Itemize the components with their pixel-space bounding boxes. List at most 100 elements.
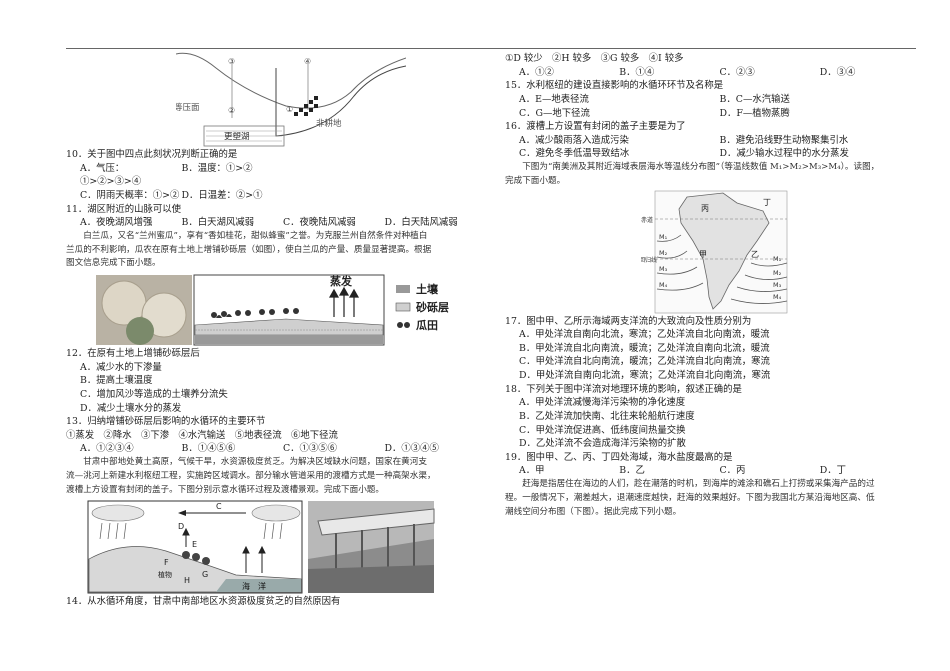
fig3-label-c: C [216,502,222,511]
fig4-label-ding: 丁 [763,198,771,207]
q16-option-b[interactable]: B．避免沿线野生动物聚集引水 [719,134,849,146]
lake-breeze-figure: ③ ④ ② ① 等压面 更塑湖 非耕地 [176,52,486,148]
q19-option-c[interactable]: C．丙 [719,465,746,477]
q18-option-d[interactable]: D．乙处洋流不会造成海洋污染物的扩散 [519,438,686,450]
q12-option-c[interactable]: C．增加风沙等造成的土壤养分流失 [80,388,228,400]
fig1-label-2: ② [228,106,235,115]
q10-stem: 10．关于图中四点此刻状况判断正确的是 [66,149,238,160]
fig3-label-h: H [184,576,190,585]
fig4-tropic-label: 南回归线 [641,256,657,264]
fig4-m4-left: M₄ [659,281,668,289]
q12-option-d[interactable]: D．减少土壤水分的蒸发 [80,402,182,414]
fig4-m2-left: M₂ [659,249,668,257]
header-rule [66,48,916,49]
q17-option-c[interactable]: C．甲处洋流自北向南流，暖流；乙处洋流自北向南流，寒流 [519,356,770,368]
q12-option-a[interactable]: A．减少水的下渗量 [80,361,162,373]
q11-option-c[interactable]: C．夜晚陆风减弱 [283,217,356,229]
fig3-label-g: G [202,570,208,579]
fig2-evap-label: 蒸发 [330,274,353,288]
q15-stem: 15．水利枢纽的建设直接影响的水循环环节及名称是 [505,80,724,92]
q15-option-a[interactable]: A．E—地表径流 [519,93,589,105]
q12-option-b[interactable]: B．提高土壤温度 [80,375,153,387]
q13-option-a[interactable]: A．①②③④ [80,443,134,455]
q15-option-b[interactable]: B．C—水汽输送 [719,93,790,105]
q16-stem: 16．渡槽上方设置有封闭的盖子主要是为了 [505,121,686,133]
q10-option-d[interactable]: D．日温差：②>① [181,189,263,201]
fig2-melon-label: 瓜田 [416,319,438,332]
q14-option-a[interactable]: A．①② [519,66,554,78]
q10-option-a[interactable]: A．气压：①>②>③>④ [80,162,142,188]
q15-options-row2: C．G—地下径流 D．F—植物蒸腾 [505,107,920,121]
fig3-plant-label: 植物 [158,570,172,579]
passage-tide-line3: 潮线空间分布图（下图）。据此完成下列小题。 [505,506,682,517]
q13-option-d[interactable]: D．①③④⑤ [384,443,439,455]
q18-option-b[interactable]: B．乙处洋流加快南、北往来轮船航行速度 [519,410,695,422]
fig1-label-3: ③ [228,57,235,66]
q12-stem: 12．在原有土地上增铺砂砾层后 [66,348,200,359]
q15-option-d[interactable]: D．F—植物蒸腾 [719,107,790,119]
q14-option-d[interactable]: D．③④ [819,66,856,78]
passage-melon-line3: 图文信息完成下面小题。 [66,258,161,269]
q13-option-b[interactable]: B．①④⑤⑥ [181,443,236,455]
q17-option-d[interactable]: D．甲处洋流自南向北流，寒流；乙处洋流自北向南流，寒流 [519,370,771,381]
passage-melon-line2: 兰瓜的不利影响，瓜农在原有土地上增铺砂砾层（如图），使白兰瓜的产量、质量显著提高… [66,244,432,255]
fig4-m3-left: M₃ [659,265,668,273]
q16-option-c[interactable]: C．避免冬季低温导致结冰 [519,148,630,160]
passage-gansu-line1: 甘肃中部地处黄土高原，气候干旱，水资源极度贫乏。为解决区域缺水问题，国家在黄河支 [83,457,427,467]
fig3-sea-label: 海 洋 [242,581,266,591]
q19-stem: 19．图中甲、乙、丙、丁四处海域，海水盐度最高的是 [505,451,733,463]
q13-options: A．①②③④ B．①④⑤⑥ C．①③⑤⑥ D．①③④⑤ [66,442,486,456]
q10-option-c[interactable]: C．阴雨天概率：①>② [80,189,180,201]
q11-option-d[interactable]: D．白天陆风减弱 [384,217,458,229]
fig4-label-jia: 甲 [699,250,707,259]
fig1-lake-label: 更塑湖 [224,132,250,142]
q11-stem: 11．湖区附近的山脉可以使 [66,203,182,215]
q18-stem: 18．下列关于图中洋流对地理环境的影响，叙述正确的是 [505,383,742,395]
fig1-pressure-label: 等压面 [176,102,200,113]
gravel-field-diagram: 蒸发 土壤 砂砾层 瓜田 [96,274,449,346]
fig1-label-1: ① [286,105,293,114]
q13-stem: 13．归纳增铺砂砾层后影响的水循环的主要环节 [66,416,266,428]
water-cycle-diagram: C D E F G H 植物 海 洋 [87,500,435,594]
passage-tide-line1: 赶海是指居住在海边的人们，趁在潮落的时机，到海岸的滩涂和礁石上打捞或采集海产品的… [522,479,875,489]
q16-option-a[interactable]: A．减少酸雨落入造成污染 [519,134,629,146]
fig4-equator-label: 赤道 [641,216,653,224]
q18-option-c[interactable]: C．甲处洋流促进高、低纬度间热量交换 [519,424,686,436]
fig3-label-f: F [164,558,169,567]
q11-option-a[interactable]: A．夜晚湖风增强 [80,217,153,229]
q19-option-b[interactable]: B．乙 [619,465,645,477]
q15-options: A．E—地表径流 B．C—水汽输送 [505,93,920,107]
fig4-label-yi: 乙 [751,250,759,259]
gravel-field-figure: 蒸发 土壤 砂砾层 瓜田 [66,273,486,347]
fig4-label-bing: 丙 [701,204,709,213]
fig4-m4-right: M₄ [773,293,782,301]
q10-option-b[interactable]: B．温度：①>② [181,162,253,174]
q19-option-a[interactable]: A．甲 [519,465,545,477]
q14-option-b[interactable]: B．①④ [619,66,655,78]
q10-options: A．气压：①>②>③>④ B．温度：①>② [66,162,486,189]
q10-options-row2: C．阴雨天概率：①>② D．日温差：②>① [66,189,486,203]
fig3-label-d: D [178,522,184,531]
q17-option-a[interactable]: A．甲处洋流自南向北流，寒流；乙处洋流自北向南流，暖流 [519,329,770,341]
lake-breeze-diagram: ③ ④ ② ① 等压面 更塑湖 非耕地 [176,52,406,147]
q13-option-c[interactable]: C．①③⑤⑥ [283,443,338,455]
passage-ocean-line1: 下图为“南美洲及其附近海域表层海水等温线分布图”（等温线数值 M₁>M₂>M₃>… [522,162,880,172]
q11-option-b[interactable]: B．白天湖风减弱 [181,217,255,229]
passage-tide-line2: 程。一般情况下，潮差越大，退潮速度越快，赶海的效果越好。下图为我国北方某沿海地区… [505,492,875,503]
passage-gansu-line2: 流—洮河上新建水利枢纽工程，实施跨区域调水。部分输水管道采用的渡槽方式是一种高架… [66,470,436,481]
fig2-soil-label: 土壤 [416,282,439,296]
water-cycle-figure: C D E F G H 植物 海 洋 [66,499,486,595]
q19-options: A．甲 B．乙 C．丙 D．丁 [505,464,920,478]
q17-option-b[interactable]: B．甲处洋流自北向南流，暖流；乙处洋流自南向北流，暖流 [519,342,770,354]
q19-option-d[interactable]: D．丁 [819,465,847,477]
q11-options: A．夜晚湖风增强 B．白天湖风减弱 C．夜晚陆风减弱 D．白天陆风减弱 [66,216,486,230]
q14-option-c[interactable]: C．②③ [719,66,755,78]
passage-ocean-line2: 完成下面小题。 [505,175,566,186]
q16-options: A．减少酸雨落入造成污染 B．避免沿线野生动物聚集引水 [505,134,920,148]
q18-option-a[interactable]: A．甲处洋流减慢海洋污染物的净化速度 [519,397,686,409]
fig1-label-4: ④ [304,57,311,66]
q16-option-d[interactable]: D．减少输水过程中的水分蒸发 [719,148,849,160]
q15-option-c[interactable]: C．G—地下径流 [519,107,590,119]
q14-options: A．①② B．①④ C．②③ D．③④ [505,66,920,80]
